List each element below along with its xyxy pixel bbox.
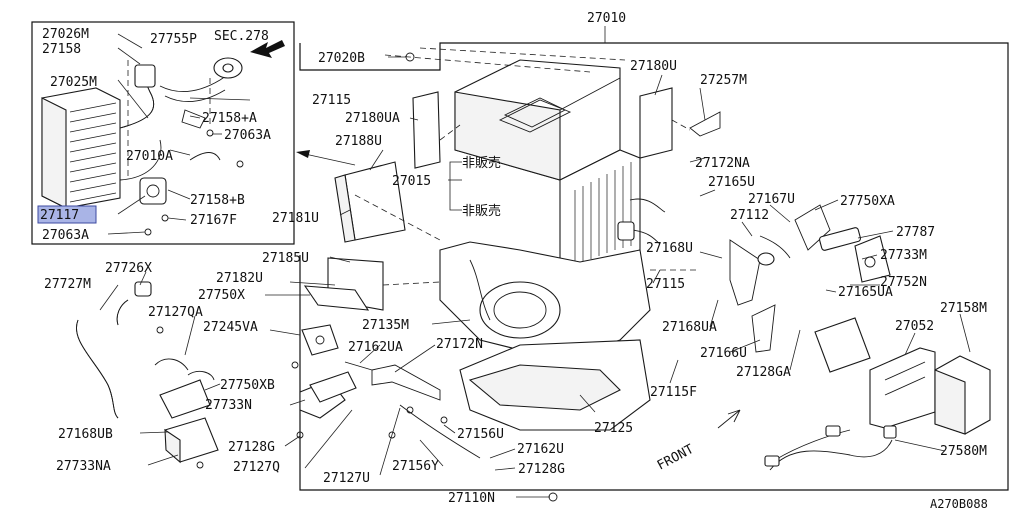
label-27165ua: 27165UA	[838, 285, 893, 300]
detail-arrow	[296, 150, 356, 166]
label-27172na: 27172NA	[695, 156, 750, 171]
label-27115-mid: 27115	[646, 277, 685, 292]
label-27052: 27052	[895, 319, 934, 334]
label-27128g-right: 27128G	[518, 462, 565, 477]
heater-core-fins	[69, 102, 117, 203]
label-27020b: 27020B	[318, 51, 365, 66]
label-27167f: 27167F	[190, 213, 237, 228]
label-27755p: 27755P	[150, 32, 197, 47]
label-27733m: 27733M	[880, 248, 927, 263]
label-27180ua: 27180UA	[345, 111, 400, 126]
actuator-group	[717, 204, 991, 471]
diagram-code: A270B088	[930, 497, 988, 511]
label-not-for-sale-1: 非販売	[462, 155, 501, 171]
label-27158-a: 27158+A	[202, 111, 257, 126]
label-27025m: 27025M	[50, 75, 97, 90]
label-27245va: 27245VA	[203, 320, 258, 335]
part-labels: 27010 27020B 27026M 27755P SEC.278 27158…	[37, 11, 988, 511]
label-27733na: 27733NA	[56, 459, 111, 474]
main-leaders	[265, 26, 971, 452]
sec-arrow-icon	[250, 40, 285, 58]
label-27167u: 27167U	[748, 192, 795, 207]
lower-left-group	[76, 52, 558, 502]
label-27168u: 27168U	[646, 241, 693, 256]
label-27257m: 27257M	[700, 73, 747, 88]
label-27172n: 27172N	[436, 337, 483, 352]
label-27010a: 27010A	[126, 149, 173, 164]
label-27752n: 27752N	[880, 275, 927, 290]
label-27112: 27112	[730, 208, 769, 223]
label-27158: 27158	[42, 42, 81, 57]
label-27156u: 27156U	[457, 427, 504, 442]
front-arrow-icon	[717, 409, 741, 429]
label-27125: 27125	[594, 421, 633, 436]
highlight-27117	[37, 205, 97, 224]
label-27168ub: 27168UB	[58, 427, 113, 442]
label-27117[interactable]: 27117	[40, 208, 79, 223]
label-27166u: 27166U	[700, 346, 747, 361]
label-27182u: 27182U	[216, 271, 263, 286]
label-27128ga: 27128GA	[736, 365, 791, 380]
label-27162u: 27162U	[517, 442, 564, 457]
label-not-for-sale-2: 非販売	[462, 203, 501, 219]
label-27135m: 27135M	[362, 318, 409, 333]
label-27168ua: 27168UA	[662, 320, 717, 335]
label-27165u: 27165U	[708, 175, 755, 190]
label-27750x: 27750X	[198, 288, 245, 303]
label-27115-top: 27115	[312, 93, 351, 108]
label-27181u: 27181U	[272, 211, 319, 226]
heater-core-inset-frame	[31, 21, 295, 245]
label-27026m: 27026M	[42, 27, 89, 42]
label-27727m: 27727M	[44, 277, 91, 292]
label-front: FRONT	[655, 442, 697, 474]
label-27750xb: 27750XB	[220, 378, 275, 393]
label-27580m: 27580M	[940, 444, 987, 459]
label-27733n: 27733N	[205, 398, 252, 413]
label-27110n: 27110N	[448, 491, 495, 506]
hvac-unit-group	[303, 47, 721, 431]
label-27127qa: 27127QA	[148, 305, 203, 320]
label-27158m: 27158M	[940, 301, 987, 316]
label-27115f: 27115F	[650, 385, 697, 400]
label-27063a-top: 27063A	[224, 128, 271, 143]
label-sec-278: SEC.278	[214, 29, 269, 44]
main-assembly-frame	[299, 42, 1009, 491]
heater-core-group	[41, 33, 285, 236]
label-27750xa: 27750XA	[840, 194, 895, 209]
label-27156y: 27156Y	[392, 459, 439, 474]
label-27158-b: 27158+B	[190, 193, 245, 208]
label-27180u: 27180U	[630, 59, 677, 74]
label-27128g-left: 27128G	[228, 440, 275, 455]
label-27127u: 27127U	[323, 471, 370, 486]
label-27726x: 27726X	[105, 261, 152, 276]
label-27188u: 27188U	[335, 134, 382, 149]
label-27787: 27787	[896, 225, 935, 240]
label-27185u: 27185U	[262, 251, 309, 266]
label-27127q: 27127Q	[233, 460, 280, 475]
label-27010: 27010	[587, 11, 626, 26]
label-27162ua: 27162UA	[348, 340, 403, 355]
label-27063a-bottom: 27063A	[42, 228, 89, 243]
label-27015: 27015	[392, 174, 431, 189]
